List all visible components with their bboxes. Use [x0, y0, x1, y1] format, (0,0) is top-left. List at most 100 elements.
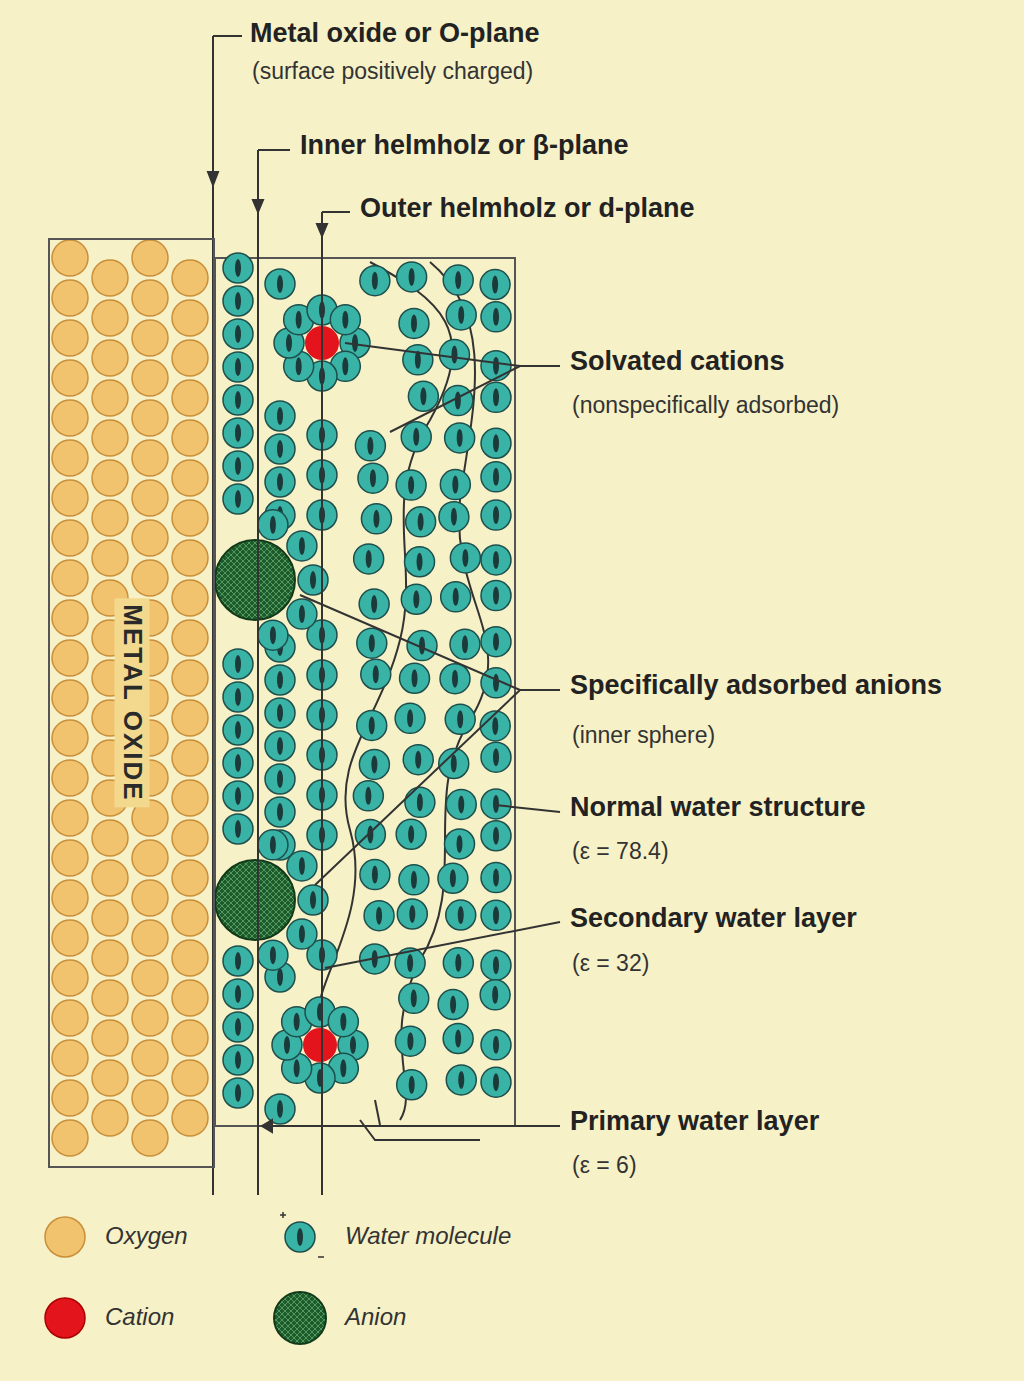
- legend-text: Cation: [105, 1303, 174, 1331]
- water-molecule: [406, 507, 436, 537]
- oxygen-atom: [172, 620, 208, 656]
- water-molecule: [357, 628, 387, 658]
- oxygen-atom: [52, 640, 88, 676]
- water-molecule: [223, 253, 253, 283]
- legend-swatch: [274, 1292, 326, 1344]
- anion: [215, 540, 295, 620]
- oxygen-atom: [52, 600, 88, 636]
- oxygen-atom: [132, 920, 168, 956]
- water-molecule: [358, 463, 388, 493]
- oxygen-atom: [132, 440, 168, 476]
- water-molecule: [407, 631, 437, 661]
- oxygen-atom: [172, 1060, 208, 1096]
- water-molecule: [481, 500, 511, 530]
- water-molecule: [445, 829, 475, 859]
- water-molecule: [265, 1094, 295, 1124]
- water-molecule: [223, 649, 253, 679]
- water-molecule: [481, 627, 511, 657]
- water-molecule: [265, 764, 295, 794]
- water-molecule: [397, 1070, 427, 1100]
- water-molecule: [265, 434, 295, 464]
- water-molecule: [481, 1067, 511, 1097]
- water-molecule: [443, 1024, 473, 1054]
- water-molecule: [396, 470, 426, 500]
- water-molecule: [481, 545, 511, 575]
- oxygen-atom: [52, 320, 88, 356]
- oxygen-atom: [172, 860, 208, 896]
- oxygen-atom: [132, 1000, 168, 1036]
- oxygen-atom: [52, 720, 88, 756]
- water-molecule: [405, 787, 435, 817]
- water-molecule: [481, 351, 511, 381]
- water-molecule: [438, 863, 468, 893]
- water-molecule: [223, 979, 253, 1009]
- water-molecule: [265, 401, 295, 431]
- water-molecule: [446, 300, 476, 330]
- water-molecule: [258, 620, 288, 650]
- water-molecule: [403, 345, 433, 375]
- water-molecule: [223, 319, 253, 349]
- oxygen-atom: [172, 500, 208, 536]
- oxygen-atom: [172, 460, 208, 496]
- water-molecule: [396, 819, 426, 849]
- layer-boundary: [400, 262, 488, 1120]
- water-molecule: [355, 431, 385, 461]
- oxygen-atom: [92, 980, 128, 1016]
- oxygen-atom: [92, 340, 128, 376]
- water-molecule: [481, 382, 511, 412]
- oxygen-atom: [92, 860, 128, 896]
- water-molecule: [223, 814, 253, 844]
- oxygen-atom: [92, 900, 128, 936]
- water-molecule: [298, 565, 328, 595]
- water-molecule: [481, 863, 511, 893]
- water-molecule: [481, 668, 511, 698]
- oxygen-atom: [92, 460, 128, 496]
- water-molecule: [258, 940, 288, 970]
- water-molecule: [357, 710, 387, 740]
- oxygen-atom: [92, 500, 128, 536]
- oxygen-atom: [52, 240, 88, 276]
- water-molecule: [403, 745, 433, 775]
- water-molecule: [223, 682, 253, 712]
- water-molecule: [265, 665, 295, 695]
- oxygen-atom: [172, 1020, 208, 1056]
- water-molecule: [223, 1045, 253, 1075]
- oxygen-atom: [132, 880, 168, 916]
- water-molecule: [354, 544, 384, 574]
- water-molecule: [446, 789, 476, 819]
- oxygen-atom: [132, 240, 168, 276]
- oxygen-atom: [172, 820, 208, 856]
- water-molecule: [450, 629, 480, 659]
- plane-label: Outer helmholz or d-plane: [360, 193, 695, 224]
- water-molecule: [287, 531, 317, 561]
- oxygen-atom: [172, 580, 208, 616]
- water-molecule: [364, 901, 394, 931]
- water-molecule: [223, 748, 253, 778]
- water-molecule: [481, 742, 511, 772]
- label-leader: [325, 922, 560, 968]
- oxygen-atom: [52, 1040, 88, 1076]
- water-molecule: [400, 663, 430, 693]
- oxygen-atom: [52, 560, 88, 596]
- water-molecule: [446, 1065, 476, 1095]
- water-molecule: [223, 451, 253, 481]
- water-molecule: [258, 830, 288, 860]
- water-molecule: [481, 821, 511, 851]
- oxygen-atom: [52, 400, 88, 436]
- water-molecule: [445, 704, 475, 734]
- arrowhead: [262, 1120, 272, 1132]
- oxygen-atom: [132, 840, 168, 876]
- oxygen-atom: [92, 940, 128, 976]
- oxygen-atom: [52, 280, 88, 316]
- oxygen-atom: [52, 360, 88, 396]
- oxygen-atom: [52, 880, 88, 916]
- block-label: METAL OXIDE: [114, 598, 149, 807]
- oxygen-atom: [92, 300, 128, 336]
- water-molecule: [443, 265, 473, 295]
- oxygen-atom: [132, 280, 168, 316]
- layer-boundary: [375, 1100, 380, 1125]
- water-molecule: [360, 266, 390, 296]
- plane-label: Inner helmholz or β-plane: [300, 130, 629, 161]
- water-molecule: [445, 423, 475, 453]
- cation: [303, 1028, 337, 1062]
